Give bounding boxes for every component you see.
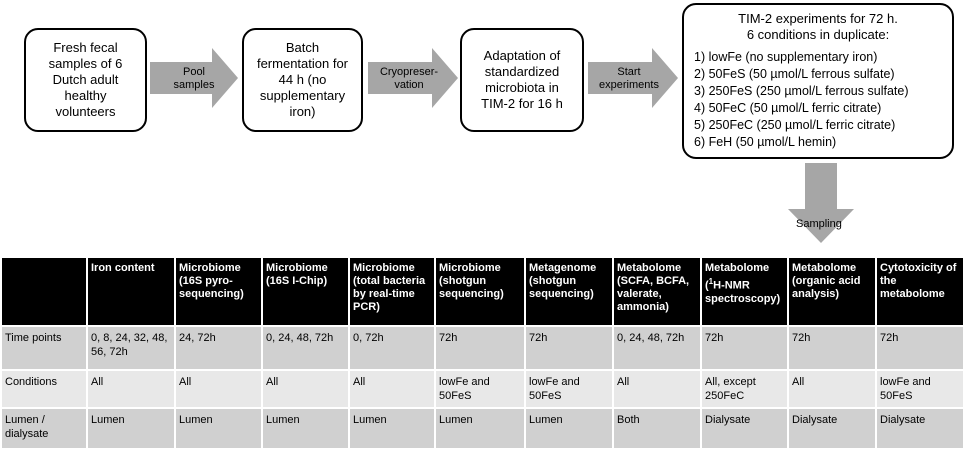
arrow-cryopreservation: Cryopreser- vation <box>368 48 458 108</box>
table-cell: lowFe and 50FeS <box>876 369 964 408</box>
table-cell: All <box>613 369 702 408</box>
row-label: Time points <box>2 325 88 370</box>
header-cell: Metabolome (organic acid analysis) <box>788 258 877 326</box>
row-label: Lumen / dialysate <box>2 407 88 448</box>
arrow-shape-1 <box>150 48 238 108</box>
arrow-sampling <box>788 163 854 243</box>
table-cell: Lumen <box>175 407 263 448</box>
step-adaptation-text: Adaptation of standardized microbiota in… <box>481 48 563 111</box>
table-cell: 72h <box>701 325 789 370</box>
table-cell: Dialysate <box>701 407 789 448</box>
step-adaptation: Adaptation of standardized microbiota in… <box>460 28 584 132</box>
step-fecal-samples-text: Fresh fecal samples of 6 Dutch adult hea… <box>48 40 123 119</box>
condition-5: 5) 250FeC (250 µmol/L ferric citrate) <box>694 118 896 132</box>
header-cell: Iron content <box>87 258 176 326</box>
table-row: Lumen / dialysate Lumen Lumen Lumen Lume… <box>2 407 964 448</box>
table-row: Conditions All All All All lowFe and 50F… <box>2 369 964 408</box>
table-cell: Both <box>613 407 702 448</box>
arrow-pool-samples: Pool samples <box>150 48 238 108</box>
arrow-start-experiments-label: Start experiments <box>599 66 659 91</box>
arrow-start-experiments: Start experiments <box>588 48 678 108</box>
header-cell: Microbiome (16S I-Chip) <box>262 258 350 326</box>
step-fecal-samples: Fresh fecal samples of 6 Dutch adult hea… <box>24 28 147 132</box>
arrow-cryopreservation-label: Cryopreser- vation <box>379 66 439 91</box>
table-cell: 72h <box>876 325 964 370</box>
step-tim2-experiments: TIM-2 experiments for 72 h. 6 conditions… <box>682 3 954 159</box>
header-cell: Microbiome (shotgun sequencing) <box>435 258 526 326</box>
arrow-pool-samples-label: Pool samples <box>173 66 215 91</box>
table-cell: 72h <box>788 325 877 370</box>
header-cell: Cytotoxicity of the metabolome <box>876 258 964 326</box>
table-cell: Lumen <box>262 407 350 448</box>
header-cell: Microbiome (total bacteria by real-time … <box>349 258 436 326</box>
step-batch-fermentation-text: Batch fermentation for 44 h (no suppleme… <box>256 40 349 119</box>
table-cell: lowFe and 50FeS <box>435 369 526 408</box>
table-cell: 0, 24, 48, 72h <box>262 325 350 370</box>
step-batch-fermentation: Batch fermentation for 44 h (no suppleme… <box>242 28 363 132</box>
table-cell: All <box>349 369 436 408</box>
table-cell: Lumen <box>435 407 526 448</box>
table-cell: All <box>788 369 877 408</box>
table-cell: All <box>87 369 176 408</box>
table-cell: Dialysate <box>876 407 964 448</box>
header-cell: Microbiome (16S pyro-sequencing) <box>175 258 263 326</box>
table-cell: Lumen <box>525 407 614 448</box>
condition-4: 4) 50FeC (50 µmol/L ferric citrate) <box>694 101 882 115</box>
table-cell: All <box>175 369 263 408</box>
table-cell: Lumen <box>349 407 436 448</box>
table-cell: 24, 72h <box>175 325 263 370</box>
arrow-shape-3 <box>588 48 678 108</box>
condition-6: 6) FeH (50 µmol/L hemin) <box>694 135 837 149</box>
condition-2: 2) 50FeS (50 µmol/L ferrous sulfate) <box>694 67 895 81</box>
header-cell <box>2 258 88 326</box>
condition-3: 3) 250FeS (250 µmol/L ferrous sulfate) <box>694 84 909 98</box>
table-header-row: Iron content Microbiome (16S pyro-sequen… <box>2 258 964 326</box>
header-cell-nmr: Metabolome (1H-NMR spectroscopy) <box>701 258 789 326</box>
table-cell: 0, 72h <box>349 325 436 370</box>
table-cell: 0, 8, 24, 32, 48, 56, 72h <box>87 325 176 370</box>
analysis-table: Iron content Microbiome (16S pyro-sequen… <box>2 258 964 448</box>
tim2-title: TIM-2 experiments for 72 h. 6 conditions… <box>738 11 898 42</box>
table-cell: 0, 24, 48, 72h <box>613 325 702 370</box>
header-cell: Metabolome (SCFA, BCFA, valerate, ammoni… <box>613 258 702 326</box>
row-label: Conditions <box>2 369 88 408</box>
condition-1: 1) lowFe (no supplementary iron) <box>694 50 878 64</box>
arrow-sampling-label: Sampling <box>796 218 842 230</box>
table-cell: 72h <box>435 325 526 370</box>
table-row: Time points 0, 8, 24, 32, 48, 56, 72h 24… <box>2 325 964 370</box>
table-cell: 72h <box>525 325 614 370</box>
table-cell: All <box>262 369 350 408</box>
header-cell: Metagenome (shotgun sequencing) <box>525 258 614 326</box>
table-cell: Lumen <box>87 407 176 448</box>
table-cell: Dialysate <box>788 407 877 448</box>
table-cell: lowFe and 50FeS <box>525 369 614 408</box>
table-cell: All, except 250FeC <box>701 369 789 408</box>
arrow-shape-2 <box>368 48 458 108</box>
